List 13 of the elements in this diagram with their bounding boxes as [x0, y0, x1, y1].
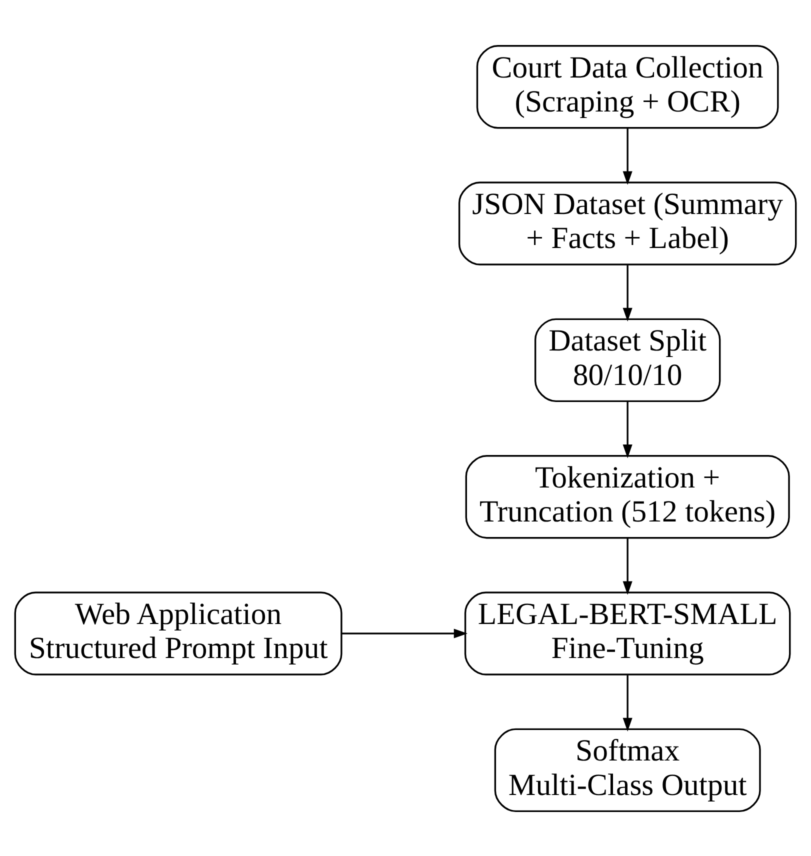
arrow: [622, 401, 632, 458]
node-box: JSON Dataset (Summary + Facts + Label): [458, 181, 797, 265]
node-box: LEGAL-BERT-SMALL Fine-Tuning: [464, 591, 791, 675]
arrow: [622, 674, 632, 732]
arrow: [622, 128, 632, 184]
node-box: Tokenization + Truncation (512 tokens): [465, 454, 790, 538]
arrow: [342, 628, 468, 638]
node-box: Web Application Structured Prompt Input: [14, 591, 342, 675]
node-box: Softmax Multi-Class Output: [494, 728, 761, 812]
arrow: [622, 264, 632, 322]
node-box: Court Data Collection (Scraping + OCR): [476, 44, 779, 128]
arrow: [622, 538, 632, 594]
node-box: Dataset Split 80/10/10: [534, 318, 721, 402]
